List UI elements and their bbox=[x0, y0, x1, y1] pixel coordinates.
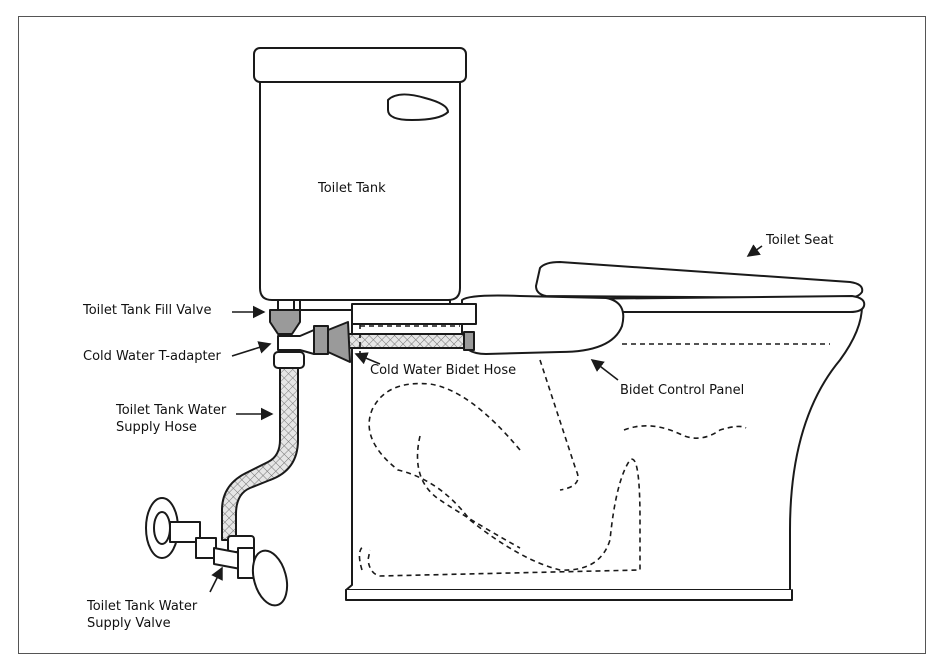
label-t-adapter: Cold Water T-adapter bbox=[83, 349, 221, 364]
t-adapter bbox=[313, 325, 329, 355]
label-toilet-seat: Toilet Seat bbox=[766, 233, 834, 248]
arrow-bidet-hose bbox=[354, 352, 381, 365]
arrow-t-adapter bbox=[231, 341, 272, 357]
label-supply-valve: Toilet Tank Water Supply Valve bbox=[87, 598, 197, 632]
bidet-control-panel bbox=[461, 294, 625, 355]
label-supply-hose-line2: Supply Hose bbox=[116, 420, 197, 435]
label-supply-valve-line1: Toilet Tank Water bbox=[87, 599, 198, 614]
label-supply-valve-line2: Supply Valve bbox=[87, 616, 171, 631]
cold-water-bidet-hose bbox=[347, 333, 467, 349]
flush-handle-icon bbox=[387, 93, 449, 121]
fill-valve bbox=[269, 309, 301, 335]
toilet-tank-water-supply-valve bbox=[145, 497, 289, 607]
label-toilet-tank: Toilet Tank bbox=[318, 181, 386, 196]
label-bidet-hose: Cold Water Bidet Hose bbox=[370, 363, 517, 378]
toilet-seat-lid bbox=[535, 261, 864, 299]
arrow-supply-valve bbox=[209, 566, 223, 593]
arrow-toilet-seat bbox=[746, 244, 763, 257]
arrow-control-panel bbox=[590, 359, 619, 381]
toilet-tank-water-supply-hose bbox=[221, 357, 299, 541]
label-control-panel: Bidet Control Panel bbox=[620, 383, 745, 398]
toilet-bowl bbox=[345, 305, 863, 591]
label-supply-hose-line1: Toilet Tank Water bbox=[116, 403, 227, 418]
label-supply-hose: Toilet Tank Water Supply Hose bbox=[116, 402, 226, 436]
toilet-tank-lid bbox=[253, 47, 467, 83]
label-fill-valve: Toilet Tank Fill Valve bbox=[83, 303, 212, 318]
